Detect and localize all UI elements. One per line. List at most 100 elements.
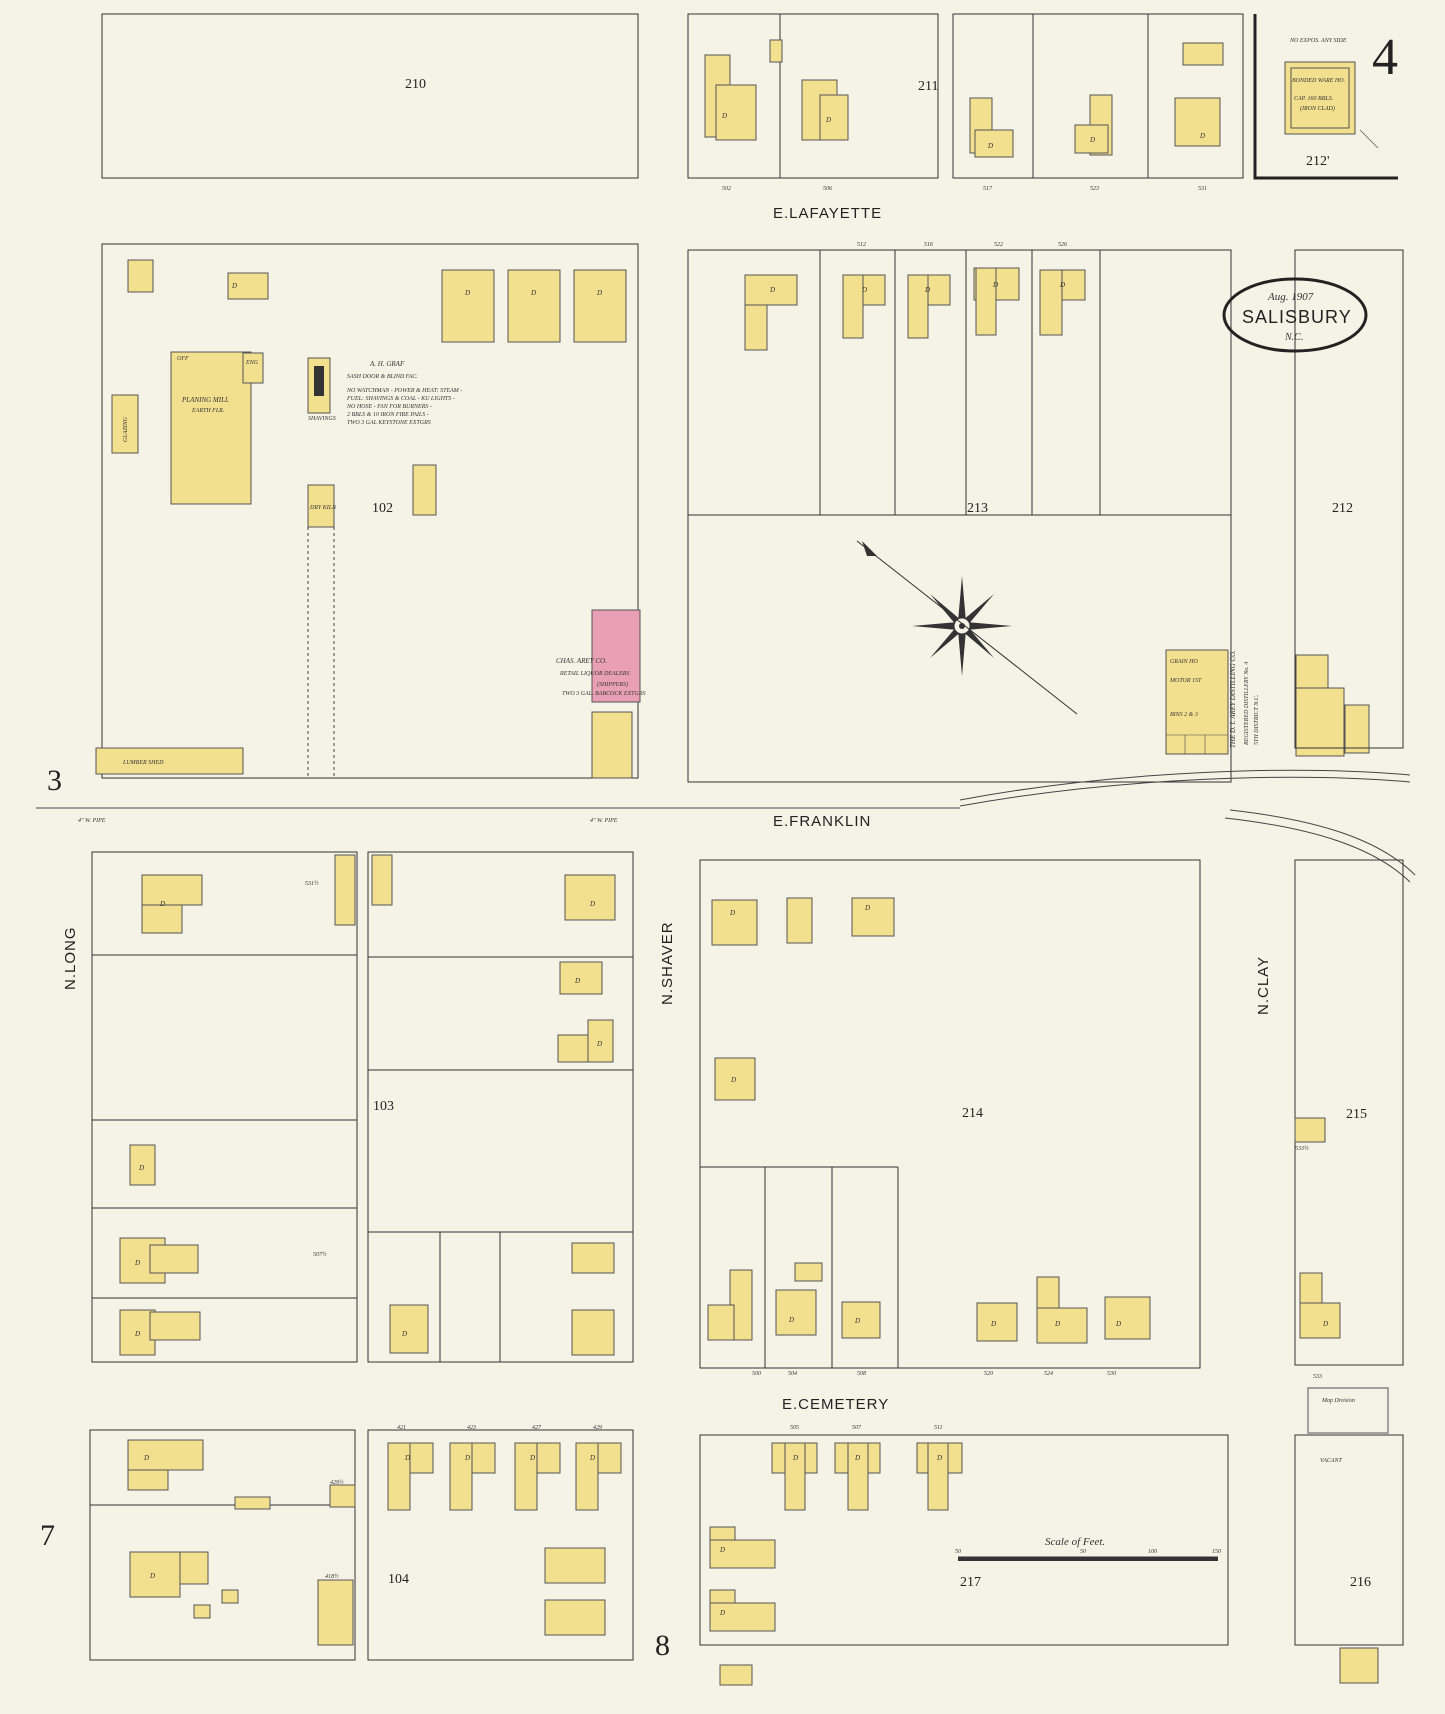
- svg-text:50: 50: [1080, 1549, 1086, 1555]
- svg-text:522: 522: [994, 242, 1003, 248]
- svg-text:CHAS. AREY CO.: CHAS. AREY CO.: [556, 657, 607, 665]
- block-number: 210: [405, 77, 426, 92]
- svg-text:D: D: [589, 1454, 595, 1462]
- svg-text:D: D: [924, 286, 930, 294]
- library-stamp: Map Division: [1307, 1387, 1389, 1434]
- adjacent-sheet-7: 7: [40, 1519, 55, 1552]
- svg-text:D: D: [1059, 281, 1065, 289]
- street-shaver: N.SHAVER: [659, 921, 676, 1005]
- svg-text:D: D: [574, 977, 580, 985]
- svg-text:507: 507: [852, 1425, 862, 1431]
- svg-text:D: D: [719, 1609, 725, 1617]
- block-number: 215: [1346, 1107, 1367, 1122]
- block-212: [1294, 249, 1404, 749]
- svg-text:423: 423: [467, 1424, 476, 1431]
- svg-text:429: 429: [593, 1424, 602, 1431]
- svg-text:CAP. 160 BBLS.: CAP. 160 BBLS.: [1294, 96, 1333, 102]
- block-number: 103: [373, 1099, 394, 1114]
- street-franklin: E.FRANKLIN: [773, 813, 871, 830]
- pipe-label-east: 4" W. PIPE: [590, 817, 618, 824]
- svg-text:523: 523: [1090, 186, 1099, 192]
- street-long: N.LONG: [62, 926, 79, 990]
- svg-text:D: D: [792, 1454, 798, 1462]
- block-number: 213: [967, 501, 988, 516]
- svg-text:5TH DISTRICT N.C.: 5TH DISTRICT N.C.: [1254, 695, 1260, 745]
- svg-text:150: 150: [1212, 1549, 1221, 1555]
- svg-text:427: 427: [532, 1424, 542, 1431]
- svg-text:D: D: [861, 286, 867, 294]
- street-clay: N.CLAY: [1255, 956, 1272, 1015]
- sheet-number: 4: [1372, 29, 1398, 86]
- svg-text:REGISTERED DISTILLERY No. 4: REGISTERED DISTILLERY No. 4: [1243, 662, 1250, 746]
- svg-text:D: D: [854, 1317, 860, 1325]
- svg-text:D: D: [769, 286, 775, 294]
- block-number: 217: [960, 1575, 981, 1590]
- svg-text:EARTH FLR.: EARTH FLR.: [191, 408, 224, 414]
- svg-text:TWO 3 GAL KEYSTONE EXTGRS: TWO 3 GAL KEYSTONE EXTGRS: [347, 420, 431, 426]
- svg-text:418½: 418½: [325, 1573, 339, 1580]
- svg-text:SHAVINGS: SHAVINGS: [308, 416, 336, 422]
- svg-text:VACANT: VACANT: [1320, 1458, 1343, 1464]
- adjacent-sheet-3: 3: [47, 764, 62, 797]
- svg-text:511: 511: [934, 1425, 943, 1431]
- svg-text:D: D: [589, 900, 595, 908]
- svg-text:502: 502: [722, 186, 731, 192]
- svg-text:524: 524: [1044, 1370, 1053, 1377]
- block-number: 104: [388, 1572, 409, 1587]
- svg-text:Scale of Feet.: Scale of Feet.: [1045, 1536, 1105, 1548]
- svg-text:D: D: [730, 1076, 736, 1084]
- block-216: VACANT: [1294, 1434, 1404, 1684]
- svg-text:OFF: OFF: [177, 356, 189, 362]
- svg-text:512: 512: [857, 242, 866, 248]
- svg-text:D: D: [987, 142, 993, 150]
- svg-text:D: D: [721, 112, 727, 120]
- svg-text:TWO 3 GAL. BABCOCK EXTGRS: TWO 3 GAL. BABCOCK EXTGRS: [562, 691, 646, 697]
- svg-text:D: D: [788, 1316, 794, 1324]
- distillery: GRAIN HO MOTOR 1ST BINS 2 & 3 THE D. I. …: [1165, 649, 1370, 757]
- svg-text:GLAZING: GLAZING: [123, 416, 129, 442]
- svg-text:50: 50: [955, 1549, 961, 1555]
- svg-text:500: 500: [752, 1371, 761, 1377]
- svg-text:Aug. 1907: Aug. 1907: [1267, 291, 1314, 303]
- svg-text:ENG: ENG: [245, 360, 259, 366]
- svg-text:100: 100: [1148, 1549, 1157, 1555]
- svg-text:D: D: [1054, 1320, 1060, 1328]
- svg-text:D: D: [404, 1454, 410, 1462]
- north-arrow: [856, 540, 1078, 715]
- svg-text:BONDED WARE HO.: BONDED WARE HO.: [1292, 78, 1345, 84]
- svg-text:D: D: [854, 1454, 860, 1462]
- svg-text:429½: 429½: [330, 1479, 344, 1486]
- svg-text:D: D: [729, 909, 735, 917]
- scale-bar: Scale of Feet. 50 50 100 150: [955, 1536, 1221, 1561]
- svg-text:D: D: [401, 1330, 407, 1338]
- street-cemetery: E.CEMETERY: [782, 1396, 889, 1413]
- svg-text:(IRON CLAD): (IRON CLAD): [1300, 105, 1335, 112]
- block-number: 212': [1306, 154, 1330, 169]
- svg-text:NO EXPOS. ANY SIDE: NO EXPOS. ANY SIDE: [1289, 38, 1347, 44]
- railroad: [959, 769, 1416, 883]
- svg-text:SALISBURY: SALISBURY: [1242, 307, 1352, 327]
- svg-text:506: 506: [823, 186, 832, 192]
- svg-text:THE D. I. AREY DISTILLING CO.: THE D. I. AREY DISTILLING CO.: [1229, 650, 1237, 748]
- block-number: 212: [1332, 501, 1353, 516]
- block-number: 216: [1350, 1575, 1371, 1590]
- svg-text:533: 533: [1313, 1374, 1322, 1380]
- svg-text:GRAIN HO: GRAIN HO: [1170, 659, 1198, 665]
- svg-text:NO HOSE - FAN FOR BURNERS -: NO HOSE - FAN FOR BURNERS -: [346, 404, 432, 410]
- svg-text:D: D: [992, 281, 998, 289]
- house-numbers: 502 506 517 523 531 512 516 522 526 500 …: [305, 186, 1322, 1580]
- svg-text:D: D: [134, 1259, 140, 1267]
- svg-text:D: D: [231, 282, 237, 290]
- svg-text:520: 520: [984, 1371, 993, 1377]
- svg-text:LUMBER SHED: LUMBER SHED: [122, 760, 164, 766]
- svg-text:D: D: [990, 1320, 996, 1328]
- svg-text:D: D: [134, 1330, 140, 1338]
- svg-text:PLANING MILL: PLANING MILL: [181, 396, 229, 404]
- svg-text:508: 508: [857, 1371, 866, 1377]
- svg-text:2 BBLS & 10 IRON FIRE PAILS -: 2 BBLS & 10 IRON FIRE PAILS -: [347, 412, 429, 418]
